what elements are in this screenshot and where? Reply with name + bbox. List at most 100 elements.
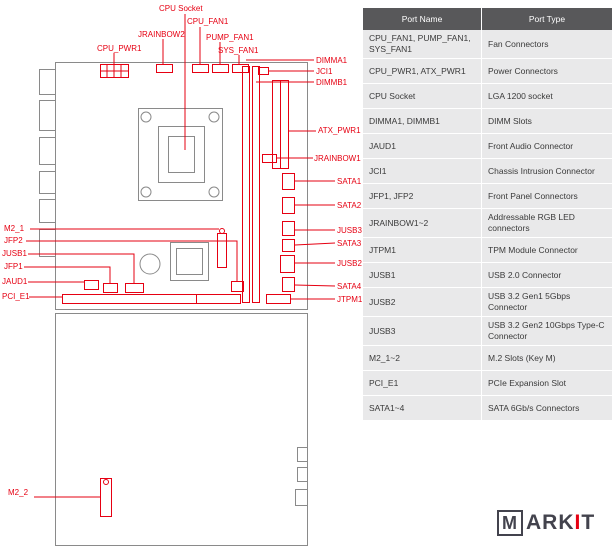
jfp2-connector <box>231 281 244 292</box>
label-atx-pwr1: ATX_PWR1 <box>318 126 361 135</box>
port-type-cell: TPM Module Connector <box>481 238 612 262</box>
port-type-cell: Addressable RGB LED connectors <box>481 209 612 237</box>
table-row: JCI1 Chassis Intrusion Connector <box>363 159 612 184</box>
label-jrainbow1: JRAINBOW1 <box>314 154 361 163</box>
dimmb1-slot <box>252 66 260 303</box>
cpu-pwr1-connector <box>100 64 129 78</box>
logo-text: ARK <box>526 511 575 534</box>
port-name-cell: JUSB3 <box>369 325 396 336</box>
label-sata3: SATA3 <box>337 239 362 248</box>
sata2-connector <box>282 197 295 214</box>
label-cpu-socket: CPU Socket <box>159 4 203 13</box>
port-name-cell: CPU_FAN1, PUMP_FAN1, SYS_FAN1 <box>369 33 471 54</box>
label-pump-fan1: PUMP_FAN1 <box>206 33 254 42</box>
port-type-cell: Fan Connectors <box>481 30 612 58</box>
logo-boxed-m: M <box>497 510 523 536</box>
port-type-cell: USB 3.2 Gen1 5Gbps Connector <box>481 288 612 316</box>
port-name-cell: DIMMA1, DIMMB1 <box>369 115 440 126</box>
jrainbow2-connector <box>156 64 173 73</box>
label-sata1: SATA1 <box>337 177 362 186</box>
highlighted-connectors <box>62 64 295 517</box>
port-name-cell: JUSB1 <box>369 269 396 280</box>
port-type-cell: Front Panel Connectors <box>481 184 612 208</box>
table-row: JFP1, JFP2 Front Panel Connectors <box>363 184 612 209</box>
board-top-outline <box>55 62 308 310</box>
label-m2-1: M2_1 <box>4 224 25 233</box>
board-back-outline <box>55 313 308 546</box>
table-row: M2_1~2 M.2 Slots (Key M) <box>363 346 612 371</box>
logo-accent-i: I <box>574 511 582 534</box>
io-block <box>39 137 56 165</box>
logo-text: T <box>581 511 596 534</box>
m2-1-slot <box>217 228 227 268</box>
port-type-cell: PCIe Expansion Slot <box>481 371 612 395</box>
sata1-connector <box>282 173 295 190</box>
port-name-cell: JUSB2 <box>369 296 396 307</box>
label-dimmb1: DIMMB1 <box>316 78 348 87</box>
pump-fan1-connector <box>212 64 229 73</box>
pci-e1-slot <box>62 294 241 304</box>
cpu-fan1-connector <box>192 64 209 73</box>
m2-2-slot <box>100 478 112 517</box>
io-block <box>39 69 56 95</box>
port-type-cell: USB 2.0 Connector <box>481 263 612 287</box>
jrainbow1-connector <box>262 154 277 163</box>
port-type-cell: Chassis Intrusion Connector <box>481 159 612 183</box>
jusb3-connector <box>282 221 295 236</box>
atx-pwr1-connector <box>272 80 289 169</box>
back-edge-detail <box>297 447 308 462</box>
label-pci-e1: PCI_E1 <box>2 292 30 301</box>
table-row: DIMMA1, DIMMB1 DIMM Slots <box>363 109 612 134</box>
col-header-port-name: Port Name <box>401 14 443 24</box>
table-header-row: Port Name Port Type <box>363 8 612 30</box>
port-type-cell: Front Audio Connector <box>481 134 612 158</box>
label-jtpm1: JTPM1 <box>337 295 363 304</box>
label-jfp1: JFP1 <box>4 262 23 271</box>
chipset-shape <box>170 242 209 281</box>
board-artwork <box>39 62 308 546</box>
table-row: CPU_FAN1, PUMP_FAN1, SYS_FAN1 Fan Connec… <box>363 30 612 59</box>
port-name-cell: JCI1 <box>369 165 387 176</box>
markit-logo: M ARK I T <box>497 510 595 536</box>
label-cpu-fan1: CPU_FAN1 <box>187 17 229 26</box>
jusb1-connector <box>125 283 144 293</box>
io-block <box>39 229 56 257</box>
port-type-cell: M.2 Slots (Key M) <box>481 346 612 370</box>
port-name-cell: SATA1~4 <box>369 402 405 413</box>
table-row: SATA1~4 SATA 6Gb/s Connectors <box>363 396 612 421</box>
table-row: JUSB2 USB 3.2 Gen1 5Gbps Connector <box>363 288 612 317</box>
label-jusb2: JUSB2 <box>337 259 362 268</box>
table-row: JAUD1 Front Audio Connector <box>363 134 612 159</box>
port-name-cell: JAUD1 <box>369 140 396 151</box>
table-row: JTPM1 TPM Module Connector <box>363 238 612 263</box>
label-cpu-pwr1: CPU_PWR1 <box>97 44 142 53</box>
port-type-cell: Power Connectors <box>481 59 612 83</box>
io-block <box>39 100 56 131</box>
dimma1-slot <box>242 66 250 303</box>
port-name-cell: CPU Socket <box>369 90 416 101</box>
label-dimma1: DIMMA1 <box>316 56 348 65</box>
back-edge-detail <box>295 489 308 506</box>
port-type-cell: USB 3.2 Gen2 10Gbps Type-C Connector <box>481 317 612 345</box>
label-jaud1: JAUD1 <box>2 277 28 286</box>
label-jrainbow2: JRAINBOW2 <box>138 30 185 39</box>
leader-lines <box>24 14 336 498</box>
jfp1-connector <box>103 283 118 293</box>
table-row: PCI_E1 PCIe Expansion Slot <box>363 371 612 396</box>
port-name-cell: JRAINBOW1~2 <box>369 217 429 228</box>
port-type-cell: DIMM Slots <box>481 109 612 133</box>
label-sata4: SATA4 <box>337 282 362 291</box>
label-sata2: SATA2 <box>337 201 362 210</box>
label-m2-2: M2_2 <box>8 488 29 497</box>
label-sys-fan1: SYS_FAN1 <box>218 46 259 55</box>
sata3-connector <box>282 239 295 252</box>
label-jci1: JCI1 <box>316 67 333 76</box>
jaud1-connector <box>84 280 99 290</box>
col-header-port-type: Port Type <box>481 8 612 30</box>
port-name-cell: JTPM1 <box>369 244 396 255</box>
port-name-cell: JFP1, JFP2 <box>369 190 414 201</box>
table-row: CPU Socket LGA 1200 socket <box>363 84 612 109</box>
jusb2-connector <box>280 255 295 273</box>
